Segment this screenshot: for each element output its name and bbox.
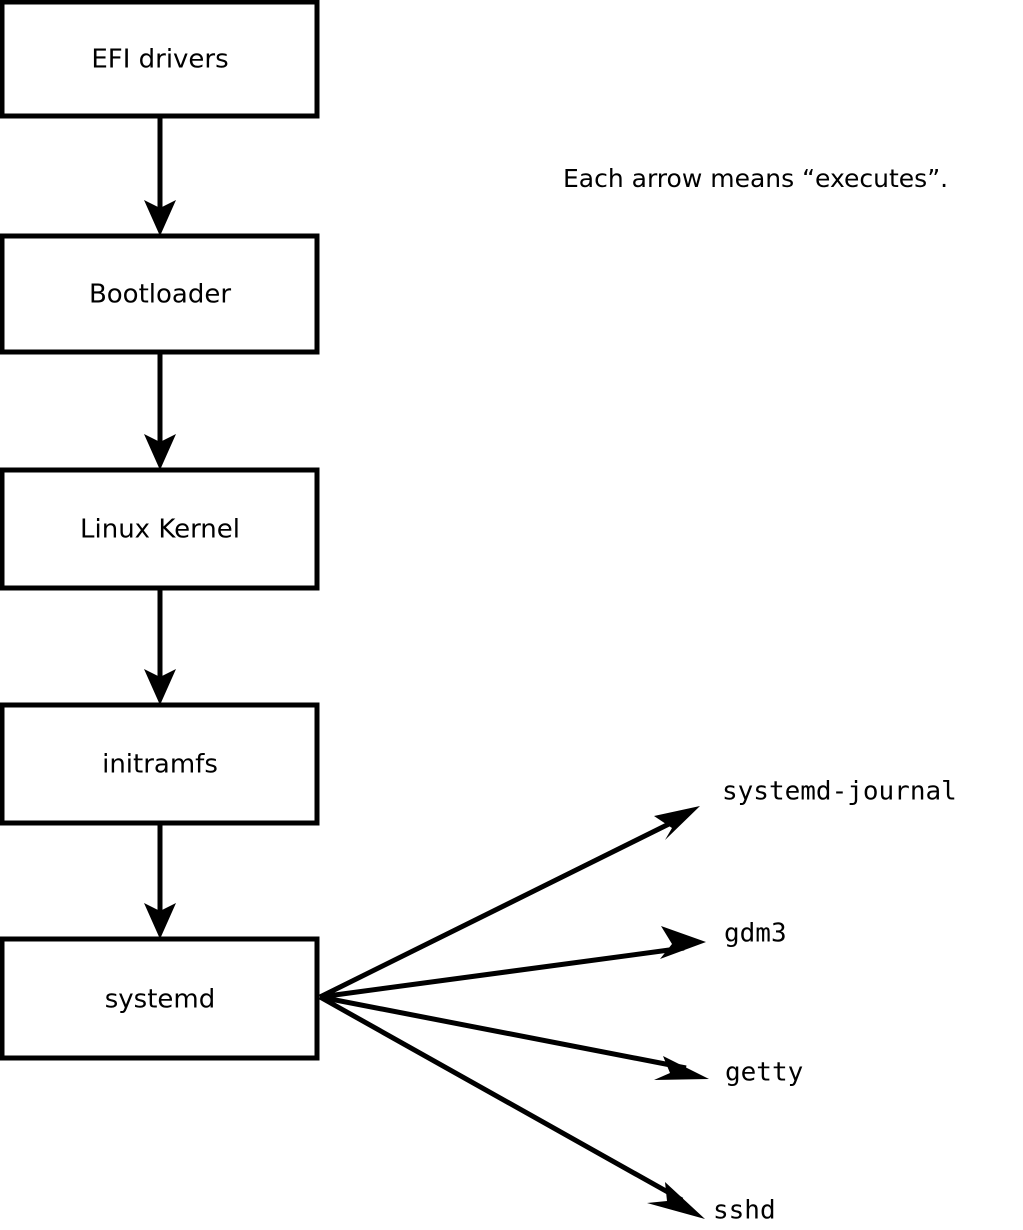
chain-arrow-efi-to-bootloader [144, 116, 176, 236]
arrowhead-down-icon [144, 669, 176, 705]
node-systemd[interactable]: systemd [0, 936, 320, 1061]
service-arrow-line [319, 945, 685, 1000]
node-efi-drivers[interactable]: EFI drivers [0, 0, 320, 119]
node-label-linux-kernel: Linux Kernel [80, 515, 240, 545]
service-label-sshd: sshd [713, 1196, 776, 1226]
service-label-gdm3: gdm3 [724, 919, 787, 949]
service-label-getty: getty [725, 1058, 803, 1088]
arrowhead-icon [654, 806, 700, 840]
service-arrow-sshd [318, 994, 705, 1219]
service-arrow-gdm3 [319, 926, 706, 1000]
arrowhead-icon [647, 1182, 705, 1219]
arrowhead-down-icon [144, 434, 176, 470]
node-label-bootloader: Bootloader [89, 280, 231, 310]
service-label-systemd-journal: systemd-journal [722, 777, 957, 807]
node-box [0, 467, 320, 591]
service-arrow-getty [319, 994, 709, 1080]
chain-arrow-kernel-to-initramfs [144, 588, 176, 705]
node-label-systemd: systemd [105, 985, 216, 1015]
arrowhead-down-icon [144, 200, 176, 236]
legend-text: Each arrow means “executes”. [563, 164, 948, 193]
chain-arrow-bootloader-to-kernel [144, 352, 176, 470]
node-box [0, 0, 320, 119]
node-box [0, 702, 320, 826]
arrowhead-icon [654, 1056, 709, 1080]
service-arrow-line [318, 994, 684, 1203]
arrowhead-icon [660, 926, 706, 959]
node-label-initramfs: initramfs [102, 750, 218, 780]
node-box [0, 233, 320, 355]
service-arrow-line [319, 994, 687, 1071]
service-arrow-line [318, 817, 679, 1000]
node-bootloader[interactable]: Bootloader [0, 233, 320, 355]
arrowhead-down-icon [144, 903, 176, 939]
node-initramfs[interactable]: initramfs [0, 702, 320, 826]
chain-arrow-initramfs-to-systemd [144, 823, 176, 939]
service-arrow-systemd-journal [318, 806, 700, 1000]
node-linux-kernel[interactable]: Linux Kernel [0, 467, 320, 591]
node-label-efi-drivers: EFI drivers [91, 45, 228, 75]
node-box [0, 936, 320, 1061]
